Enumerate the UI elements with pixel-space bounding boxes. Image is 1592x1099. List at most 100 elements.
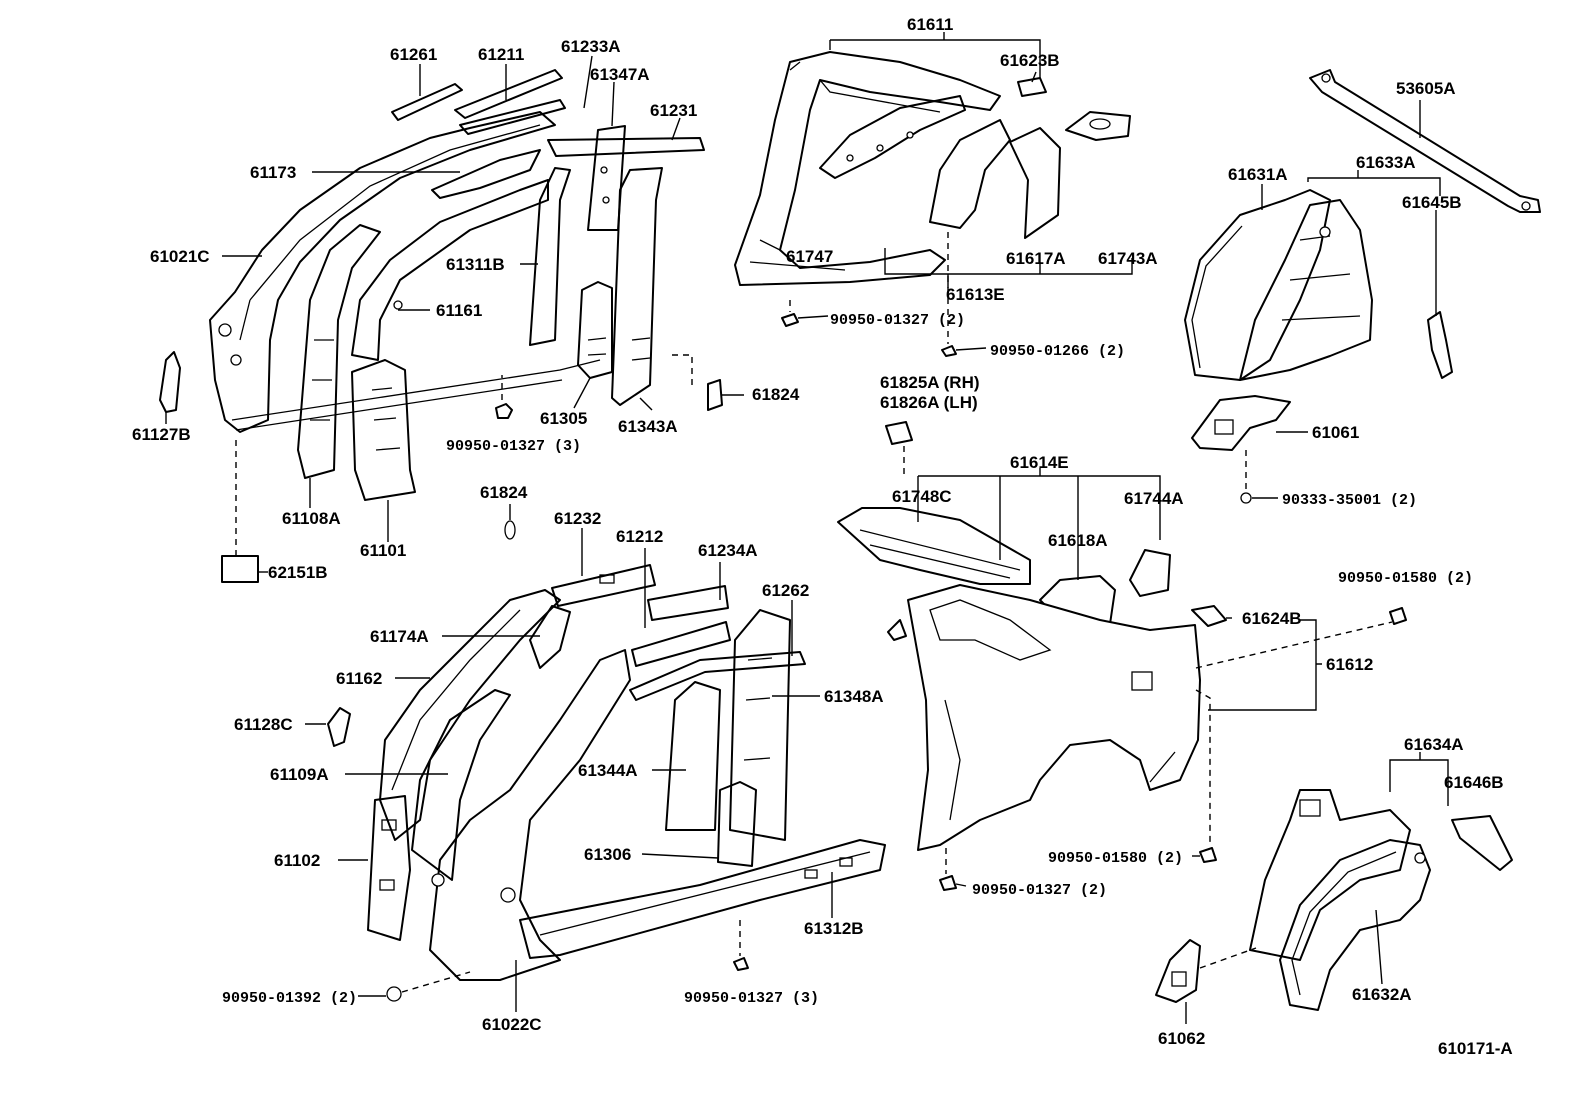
- label-61022C: 61022C: [482, 1015, 542, 1034]
- part-labels: 61261 61211 61233A 61347A 61231 61173 61…: [132, 15, 1513, 1058]
- part-61127B-bracket: [159, 351, 181, 413]
- rear-inner-panel-group: [734, 32, 1133, 357]
- part-61748C-rail: [837, 507, 1031, 585]
- part-61101-b-pillar: [351, 359, 416, 501]
- part-61631A-wheelhouse: [1184, 189, 1331, 381]
- label-61174A: 61174A: [370, 627, 429, 646]
- part-61613E-wheelhouse: [929, 119, 1011, 229]
- label-61305: 61305: [540, 409, 587, 428]
- rear-side-panel-group: [327, 520, 886, 1002]
- part-53605A-brace: [1309, 69, 1541, 213]
- label-61618A: 61618A: [1048, 531, 1108, 550]
- label-90950-01392-2: 90950-01392 (2): [222, 990, 357, 1007]
- part-61632A-wheelhouse: [1279, 839, 1431, 1011]
- label-61824-top: 61824: [752, 385, 800, 404]
- part-61646B-bracket: [1451, 815, 1513, 871]
- label-61348A: 61348A: [824, 687, 884, 706]
- part-61109A-pillar: [411, 689, 511, 881]
- part-small-tab: [887, 619, 907, 641]
- label-61311B: 61311B: [446, 255, 505, 274]
- label-61101: 61101: [360, 541, 406, 560]
- label-61211: 61211: [478, 45, 524, 64]
- leaders-upper-left: [165, 55, 744, 573]
- label-61306: 61306: [584, 845, 631, 864]
- label-90950-01327-2-bot: 90950-01327 (2): [972, 882, 1107, 899]
- label-61061: 61061: [1312, 423, 1359, 442]
- label-90950-01327-3-bot: 90950-01327 (3): [684, 990, 819, 1007]
- part-61211-rail: [454, 69, 563, 119]
- label-61826A: 61826A (LH): [880, 393, 978, 412]
- part-61348A-pillar: [729, 609, 791, 841]
- part-61824-plate: [707, 379, 723, 411]
- label-61173: 61173: [250, 163, 296, 182]
- part-61825A-plug: [885, 421, 913, 445]
- label-61312B: 61312B: [804, 919, 864, 938]
- part-61061-bracket: [1191, 395, 1291, 451]
- part-61108A-pillar: [297, 224, 381, 479]
- label-61062: 61062: [1158, 1029, 1205, 1048]
- bolt-90950-01266: [941, 345, 957, 357]
- label-61633A: 61633A: [1356, 153, 1416, 172]
- label-61127B: 61127B: [132, 425, 191, 444]
- part-61162-outer-panel: [379, 589, 561, 841]
- label-61744A: 61744A: [1124, 489, 1184, 508]
- part-61022C-lower-panel: [429, 649, 631, 981]
- part-61306-bracket: [717, 781, 757, 867]
- label-61343A: 61343A: [618, 417, 678, 436]
- rear-wheelhouse-lower-group: [1155, 752, 1513, 1024]
- figure-code: 610171-A: [1438, 1039, 1513, 1058]
- label-61162: 61162: [336, 669, 382, 688]
- label-61262: 61262: [762, 581, 809, 600]
- bolt-90950-01327: [495, 403, 513, 419]
- label-61102: 61102: [274, 851, 320, 870]
- part-61743A-bracket: [1065, 111, 1131, 141]
- rear-wheelhouse-upper-group: [1184, 69, 1541, 504]
- part-61021C-outer-panel: [209, 111, 556, 433]
- label-61212: 61212: [616, 527, 663, 546]
- part-61645B-bracket: [1427, 311, 1453, 379]
- part-61212-rail: [631, 621, 731, 667]
- label-61109A: 61109A: [270, 765, 329, 784]
- label-61631A: 61631A: [1228, 165, 1288, 184]
- label-61161: 61161: [436, 301, 482, 320]
- bolt-90950-01392: [386, 986, 402, 1002]
- part-61617A-panel: [1009, 127, 1061, 239]
- label-61021C: 61021C: [150, 247, 210, 266]
- label-61617A: 61617A: [1006, 249, 1066, 268]
- label-61613E: 61613E: [946, 285, 1005, 304]
- leaders-lower-left: [305, 504, 833, 1012]
- label-62151B: 62151B: [268, 563, 328, 582]
- label-61233A: 61233A: [561, 37, 621, 56]
- part-61747-brace: [819, 95, 966, 179]
- part-61173-bracket: [431, 149, 541, 199]
- label-90950-01327-3-top: 90950-01327 (3): [446, 438, 581, 455]
- part-61347A-pillar: [587, 125, 626, 231]
- label-61347A: 61347A: [590, 65, 650, 84]
- label-90950-01266-2: 90950-01266 (2): [990, 343, 1125, 360]
- part-61233A-strip: [459, 99, 566, 135]
- label-61261: 61261: [390, 45, 437, 64]
- label-61611: 61611: [907, 15, 953, 34]
- part-61261-rail: [391, 83, 463, 121]
- label-61634A: 61634A: [1404, 735, 1464, 754]
- label-61614E: 61614E: [1010, 453, 1069, 472]
- part-61634A-inner-panel: [1249, 789, 1411, 961]
- part-61231-header: [547, 137, 705, 157]
- part-61311B-pillar: [529, 167, 571, 346]
- part-61232-rail: [551, 564, 656, 607]
- part-61633A-inner-panel: [1239, 199, 1373, 381]
- part-61744A-bracket: [1129, 549, 1171, 597]
- label-61612: 61612: [1326, 655, 1373, 674]
- label-61108A: 61108A: [282, 509, 341, 528]
- part-61128C-clip: [327, 707, 351, 747]
- part-61161-inner-frame: [351, 179, 549, 361]
- part-61612-quarter-panel: [907, 584, 1201, 851]
- label-90950-01580-2-right: 90950-01580 (2): [1338, 570, 1473, 587]
- label-61645B: 61645B: [1402, 193, 1462, 212]
- label-90950-01327-2-top: 90950-01327 (2): [830, 312, 965, 329]
- label-61624B: 61624B: [1242, 609, 1302, 628]
- part-61102-pillar: [367, 795, 411, 941]
- quarter-panel-group: [837, 421, 1407, 891]
- label-61344A: 61344A: [578, 761, 638, 780]
